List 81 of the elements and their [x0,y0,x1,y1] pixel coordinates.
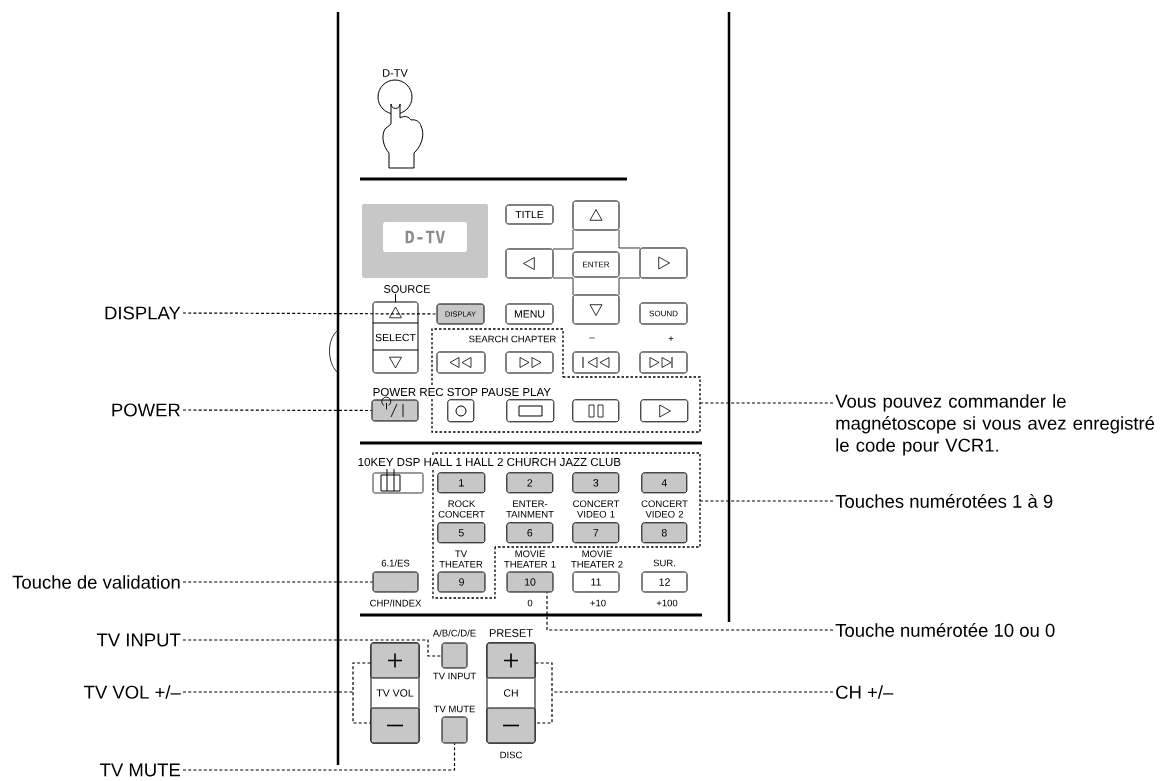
button: TITLE [505,204,554,225]
round-button: D-TV [377,69,413,115]
callout-text: TV MUTE [100,763,180,777]
number-button: CONCERT VIDEO 2 8 [641,500,688,544]
node-label: CONCERT VIDEO 1 [573,500,620,518]
leader-line [546,591,834,631]
number-button: 4 [641,472,688,494]
rocker-button: TV VOL [370,642,420,744]
node-label: ROCK CONCERT [438,500,485,518]
arrow-button [572,294,620,325]
leader-line [699,402,834,404]
remote-label: POWER REC STOP PAUSE PLAY [373,387,551,397]
node-label: A/B/C/D/E [432,629,476,637]
node-label: CONCERT VIDEO 2 [641,500,688,518]
leader-line [534,662,834,724]
number-button: 1 [437,472,486,494]
node-label: D-TV [383,69,408,77]
number-button: TV THEATER 9 [437,550,486,593]
number-button: 2 [506,472,554,494]
leader-line [182,409,373,412]
arrow-button [639,247,688,279]
skip-button [436,351,486,374]
button: ENTER [572,251,620,278]
node-label: +100 [656,599,678,607]
leader-line [182,742,456,771]
node-label: ENTER- TAINMENT [506,500,554,518]
button: SOUND [639,302,688,325]
arrow-button [505,248,554,279]
node-label: TV INPUT [433,672,476,680]
node-label: CHP/INDEX [370,599,422,607]
skip-button [639,351,688,374]
stop-button [506,399,555,423]
node-label: TV MUTE [433,705,475,713]
leader-line [182,581,374,583]
remote-label: + [668,336,674,341]
node-label: PRESET [489,629,533,637]
node-label: +10 [590,599,606,607]
callout-text: Touche numérotée 10 ou 0 [835,623,1055,637]
callout-text: TV VOL +/– [84,685,181,699]
node-label: TV THEATER [439,550,483,568]
play-button [640,399,689,423]
leader-line [182,312,438,315]
rocker-button: SOURCE SELECT [372,285,431,374]
callout-text: Touches numérotées 1 à 9 [835,494,1053,508]
number-button: MOVIE THEATER 2 11 +10 [571,550,623,607]
callout-text: CH +/– [836,685,894,699]
number-button: ROCK CONCERT 5 [437,500,486,544]
node-label: SOURCE [383,285,431,293]
callout-text: DISPLAY [105,306,181,320]
skip-button [505,351,554,374]
node-label: MOVIE THEATER 1 [504,550,556,568]
node-label: 0 [527,599,533,607]
remote-label: – [589,337,595,339]
leader-line [182,662,372,724]
display-panel: D-TV [362,204,488,278]
number-button: 3 [572,472,620,494]
remote-label: SEARCH CHAPTER [469,335,556,343]
arrow-button [572,200,620,231]
number-button: SUR. 12 +100 [641,559,688,607]
leader-line [699,500,834,502]
button: TV MUTE [433,705,475,744]
skip-button [572,351,620,374]
callout-text: POWER [112,403,180,417]
record-button [447,399,475,423]
node-label: MOVIE THEATER 2 [571,550,623,568]
power-button [371,396,419,422]
rocker-button: PRESET CH DISC [486,629,536,759]
remote-label: 10KEY DSP HALL 1 HALL 2 CHURCH JAZZ CLUB [358,457,621,467]
number-button: ENTER- TAINMENT 6 [506,500,554,544]
node-label: SUR. [653,559,675,567]
callout-text: TV INPUT [96,633,181,647]
callout-text: Vous pouvez commander le magnétoscope si vous avez enregistré le code pour VCR1. [835,394,1155,456]
button: MENU [505,303,554,325]
callout-text: Touche de validation [12,575,180,589]
button: A/B/C/D/E TV INPUT [432,629,476,680]
node-label: DISC [500,751,522,759]
pause-button [572,399,620,423]
number-button: CONCERT VIDEO 1 7 [572,500,620,544]
node-label: 6.1/ES [381,559,410,567]
number-button: MOVIE THEATER 1 10 0 [504,550,556,607]
button: 6.1/ES CHP/INDEX [370,559,422,607]
